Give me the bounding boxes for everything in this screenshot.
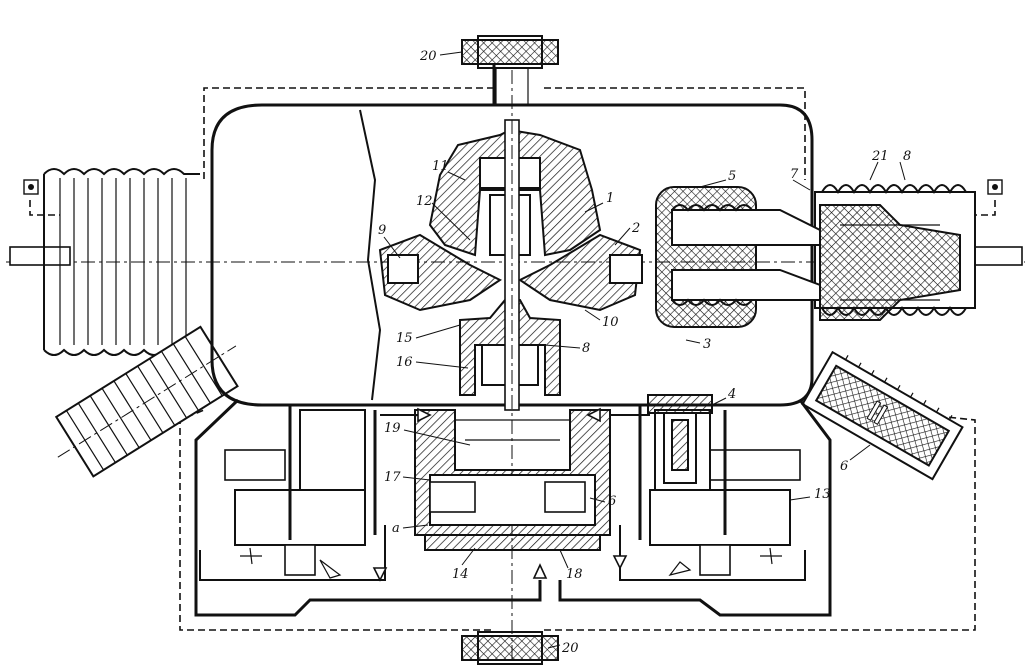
callout-8-rotor: 8 xyxy=(582,341,590,356)
callout-5: 5 xyxy=(728,169,736,184)
inclined-bellows-left xyxy=(54,325,239,478)
leader-lines xyxy=(383,51,906,649)
left-gauge-icon xyxy=(23,179,39,195)
right-bellows xyxy=(814,184,976,321)
callout-17: 17 xyxy=(384,470,401,485)
capsule-assembly xyxy=(655,186,821,328)
callout-20-top: 20 xyxy=(419,49,437,64)
callout-10: 10 xyxy=(602,315,619,330)
callout-15: 15 xyxy=(396,331,413,346)
central-rotor xyxy=(378,70,643,660)
callout-16: 16 xyxy=(396,355,413,370)
callout-4: 4 xyxy=(727,387,736,402)
callout-19: 19 xyxy=(384,421,401,436)
callout-3: 3 xyxy=(703,337,711,352)
callout-20-bottom: 20 xyxy=(561,641,579,656)
callout-1: 1 xyxy=(606,191,614,206)
left-motor xyxy=(224,405,377,579)
callout-14: 14 xyxy=(452,567,469,582)
callout-21: 21 xyxy=(871,149,889,164)
callout-12: 12 xyxy=(416,194,433,209)
callout-13: 13 xyxy=(814,487,831,502)
main-housing xyxy=(210,103,814,407)
gear-box xyxy=(414,409,611,551)
right-gauge-icon xyxy=(987,179,1003,195)
inclined-bellows-right xyxy=(801,350,964,481)
callout-labels: 20 20 1 2 3 4 5 6 6 7 8 8 9 10 11 12 13 … xyxy=(378,49,911,656)
callout-6-bellows: 6 xyxy=(840,459,848,474)
callout-7: 7 xyxy=(790,167,799,182)
callout-a: a xyxy=(392,521,400,536)
callout-6-gear: 6 xyxy=(608,494,616,509)
callout-11: 11 xyxy=(432,159,449,174)
callout-2: 2 xyxy=(631,221,640,236)
valve-assembly xyxy=(647,394,713,484)
piping xyxy=(194,64,832,617)
callout-18: 18 xyxy=(566,567,583,582)
callout-8-bellows: 8 xyxy=(903,149,911,164)
top-flange xyxy=(461,35,559,105)
callout-9: 9 xyxy=(378,223,386,238)
bottom-flange xyxy=(461,631,559,665)
